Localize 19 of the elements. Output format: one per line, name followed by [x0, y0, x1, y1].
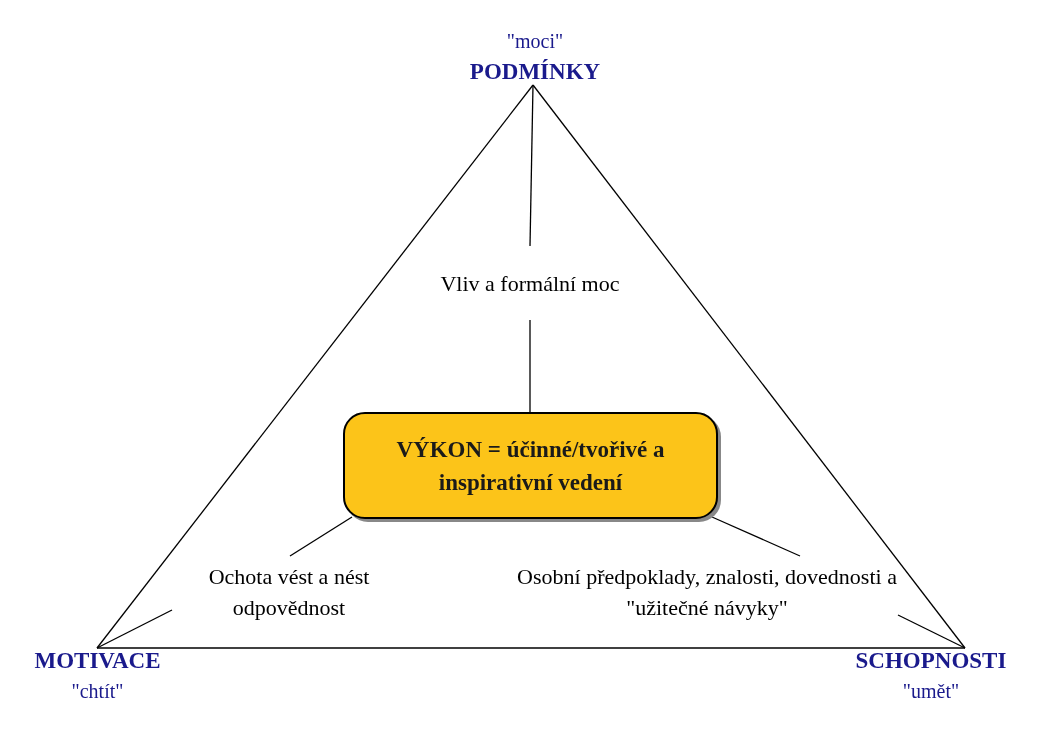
connector-line	[529, 84, 534, 247]
connector-line	[289, 516, 353, 557]
vertex-heading: MOTIVACE	[34, 648, 161, 674]
vertex-heading: SCHOPNOSTI	[855, 648, 1007, 674]
vertex-verb: "chtít"	[71, 680, 124, 703]
connector-line	[96, 647, 966, 649]
vertex-verb: "umět"	[902, 680, 960, 703]
connector-line	[529, 319, 531, 413]
performance-box: VÝKON = účinné/tvořivé a inspirativní vedení	[343, 412, 718, 519]
connector-line	[96, 84, 534, 649]
vertex-verb: "moci"	[506, 30, 564, 53]
side-label: Ochota vést a nést odpovědnost	[207, 563, 371, 622]
connector-line	[897, 614, 966, 649]
connector-line	[532, 84, 966, 649]
vertex-heading: PODMÍNKY	[469, 59, 601, 85]
side-label: Vliv a formální moc	[440, 269, 620, 298]
connector-line	[96, 609, 173, 649]
side-label: Osobní předpoklady, znalosti, dovednosti a "užitečné návyky"	[516, 563, 898, 622]
connector-line	[711, 516, 801, 557]
